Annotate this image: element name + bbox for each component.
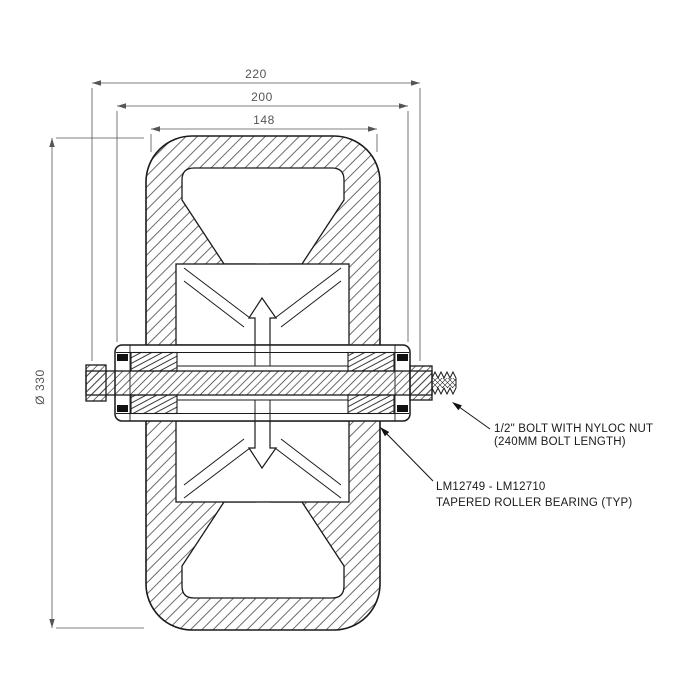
dimension-148-label: 148 xyxy=(253,113,275,127)
callout-bearing-line2: TAPERED ROLLER BEARING (TYP) xyxy=(436,497,632,509)
callouts: 1/2" BOLT WITH NYLOC NUT (240MM BOLT LEN… xyxy=(380,402,653,509)
callout-bearing: LM12749 - LM12710 TAPERED ROLLER BEARING… xyxy=(380,427,632,509)
bolt-head xyxy=(85,364,107,402)
bearing-right-bottom xyxy=(347,394,395,415)
bearing-right-top xyxy=(347,351,395,372)
dimension-220: 220 xyxy=(91,67,421,361)
dimension-220-label: 220 xyxy=(245,67,267,81)
axle-bolt xyxy=(85,364,457,402)
dimension-330-label: Ø 330 xyxy=(33,369,47,405)
callout-bearing-line1: LM12749 - LM12710 xyxy=(436,481,546,493)
bearing-left-top xyxy=(130,351,178,372)
dimension-diameter-330: Ø 330 xyxy=(33,137,144,629)
dimension-200-label: 200 xyxy=(251,90,273,104)
seal-right-top xyxy=(397,354,408,361)
callout-bolt-line1: 1/2" BOLT WITH NYLOC NUT xyxy=(494,423,653,435)
callout-bolt: 1/2" BOLT WITH NYLOC NUT (240MM BOLT LEN… xyxy=(452,402,653,448)
seal-left-top xyxy=(117,354,128,361)
bearing-left-bottom xyxy=(130,394,178,415)
dimension-200: 200 xyxy=(116,90,409,342)
seal-left-bottom xyxy=(117,405,128,412)
bolt-threads xyxy=(431,370,457,396)
nyloc-nut xyxy=(409,365,433,401)
dimensions: 220 200 148 Ø 330 xyxy=(33,67,421,629)
seal-right-bottom xyxy=(397,405,408,412)
bolt-shaft xyxy=(85,370,433,396)
dimension-148: 148 xyxy=(150,113,378,152)
wheel-spoke-lines xyxy=(183,267,342,499)
hub-web-lines xyxy=(177,345,348,421)
callout-bolt-line2: (240MM BOLT LENGTH) xyxy=(494,436,626,448)
